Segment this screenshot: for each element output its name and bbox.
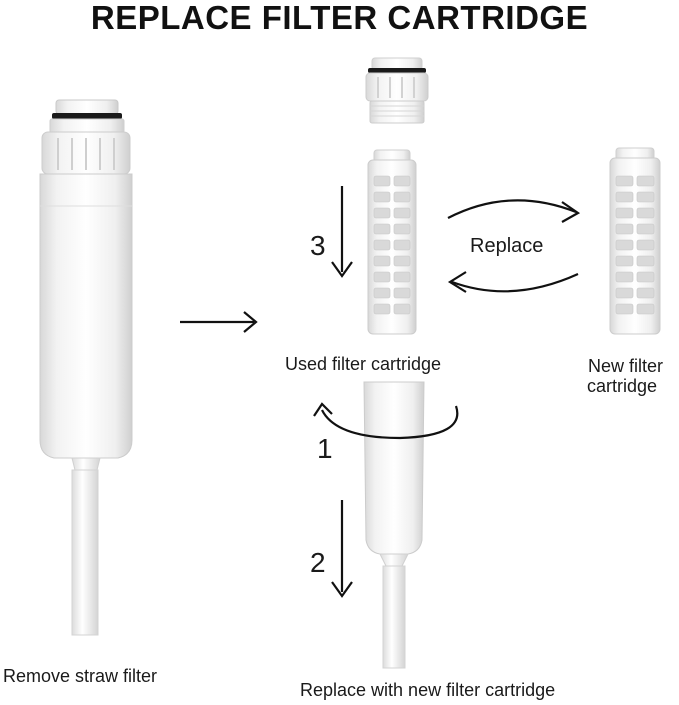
o-ring <box>52 113 122 119</box>
down-arrow-step-3 <box>331 186 353 278</box>
down-arrow-step-2 <box>331 500 353 598</box>
new-cartridge-label-line-1: New filter <box>588 356 664 376</box>
right-arrow <box>180 311 258 333</box>
top-cap <box>365 57 429 124</box>
replace-label: Replace <box>470 235 544 257</box>
swap-arrows <box>447 199 581 293</box>
used-cartridge <box>367 149 417 335</box>
page-title: REPLACE FILTER CARTRIDGE <box>90 0 589 36</box>
new-cartridge <box>609 147 661 335</box>
step-number-3: 3 <box>310 230 326 261</box>
step-number-1: 1 <box>317 433 333 464</box>
new-cartridge-label-line-2: cartridge <box>587 376 658 396</box>
filter-housing <box>363 381 425 669</box>
used-cartridge-label: Used filter cartridge <box>285 354 442 374</box>
rotate-arrow-step-1 <box>313 402 459 440</box>
step-number-2: 2 <box>310 547 326 578</box>
straw-filter-assembled <box>39 99 133 636</box>
replace-with-new-label: Replace with new filter cartridge <box>300 680 556 700</box>
remove-straw-label: Remove straw filter <box>3 666 158 686</box>
